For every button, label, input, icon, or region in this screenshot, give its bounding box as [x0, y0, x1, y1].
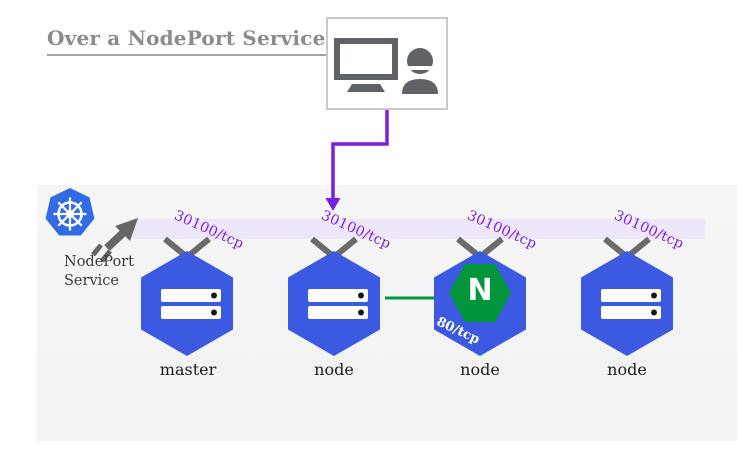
- node-hexagon-node4: [581, 251, 673, 356]
- nginx-letter: N: [467, 273, 493, 309]
- nodeport-band: [130, 219, 705, 239]
- nodeport-service-label-line1: NodePort: [64, 254, 134, 270]
- user-icon: [402, 48, 438, 94]
- server-rack-icon: [161, 289, 221, 319]
- kubernetes-logo: [45, 188, 95, 236]
- server-rack-icon: [601, 289, 661, 319]
- monitor-icon: [334, 38, 398, 92]
- node-name-label: node: [314, 360, 354, 379]
- nodeport-service-label-line2: Service: [64, 272, 119, 289]
- client-icons: [334, 38, 438, 94]
- server-rack-icon: [308, 289, 368, 319]
- node-name-label: node: [607, 360, 647, 379]
- node-hexagon-node3: [434, 251, 526, 356]
- node-name-label: node: [460, 360, 500, 379]
- page-title: Over a NodePort Service: [47, 26, 326, 56]
- node-hexagon-master: [141, 251, 233, 356]
- node-hexagon-node2: [288, 251, 380, 356]
- client-box: [326, 17, 448, 110]
- node-name-label: master: [159, 360, 217, 379]
- nginx-logo: [449, 264, 511, 322]
- nodeport-service-label: NodePort Service: [64, 253, 134, 290]
